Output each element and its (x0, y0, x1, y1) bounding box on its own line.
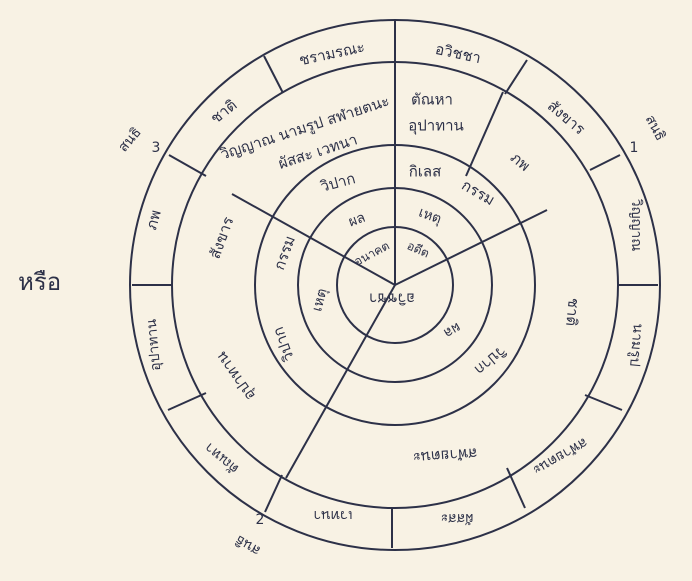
outer-vedana: เวทนา (313, 507, 352, 523)
ring2-upadana: อุปาทาน (408, 117, 464, 136)
ring2-tanha: ตัณหา (411, 91, 453, 109)
spoke-left (231, 193, 396, 286)
div-outer-3 (168, 154, 207, 177)
ring2-bhava-right: ภพ (507, 148, 534, 175)
ring4-hetu-left: เหตุ (309, 287, 330, 313)
ring3-kamma-left: กรรม (270, 233, 299, 272)
outer-bhava-left: ภพ (142, 208, 165, 232)
ring2-lower-left: อุปาทาน (212, 348, 259, 404)
div-outer-4 (589, 154, 621, 171)
spoke-bottom (285, 284, 396, 479)
ring3-vipaka: วิปาก (318, 169, 357, 196)
outer-sankhara: สังขาร (544, 97, 589, 139)
ring3-kilesa: กิเลส (409, 163, 442, 181)
div-outer-8 (584, 394, 623, 411)
sandhi-2-num: 2 (256, 512, 265, 528)
div-outer-2 (504, 59, 528, 95)
ring2-lower-mid: สฬายตนะ (412, 444, 478, 466)
ring4-hetu-right: เหตุ (416, 205, 443, 228)
spoke-right (394, 209, 548, 286)
outer-vinnana: วิญญาณ (628, 199, 644, 252)
sandhi-3: สนธิ (115, 125, 144, 156)
outer-phassa: ผัสสะ (441, 510, 474, 526)
outer-jati: ชาติ (207, 96, 240, 128)
ring4-phala: ผล (346, 210, 367, 231)
ring3-lower-left: วิปาก (269, 324, 298, 364)
outer-avijja: อวิชชา (434, 40, 483, 67)
outer-tanha-left: ตัณหา (202, 439, 242, 476)
div-outer-10 (506, 467, 526, 509)
side-word: หรือ (18, 268, 62, 296)
ring2-jati-right: ชาติ (562, 297, 583, 327)
sandhi-3-num: 3 (152, 140, 161, 156)
sandhi-1-num: 1 (630, 140, 639, 156)
sandhi-2: สนธิ (232, 531, 263, 558)
div-ring2-kilesa (465, 91, 504, 177)
sandhi-1: สนธิ (642, 112, 669, 143)
outer-upadana-left: อุปาทาน (144, 318, 164, 371)
ring5-atita: อดีต (405, 239, 432, 261)
div-outer-1 (263, 55, 284, 94)
ring3-kamma-right: กรรม (459, 176, 498, 209)
div-outer-9 (264, 474, 283, 513)
ring5-anagata: อนาคต (352, 238, 392, 268)
outer-namarupa: นามรูป (626, 323, 646, 367)
center-avijja: อวิชชา (369, 290, 415, 308)
div-outer-7 (167, 392, 207, 411)
ring2-sankhara-left: สังขาร (206, 214, 238, 261)
ring4-phala-bottom: ผล (441, 319, 464, 341)
